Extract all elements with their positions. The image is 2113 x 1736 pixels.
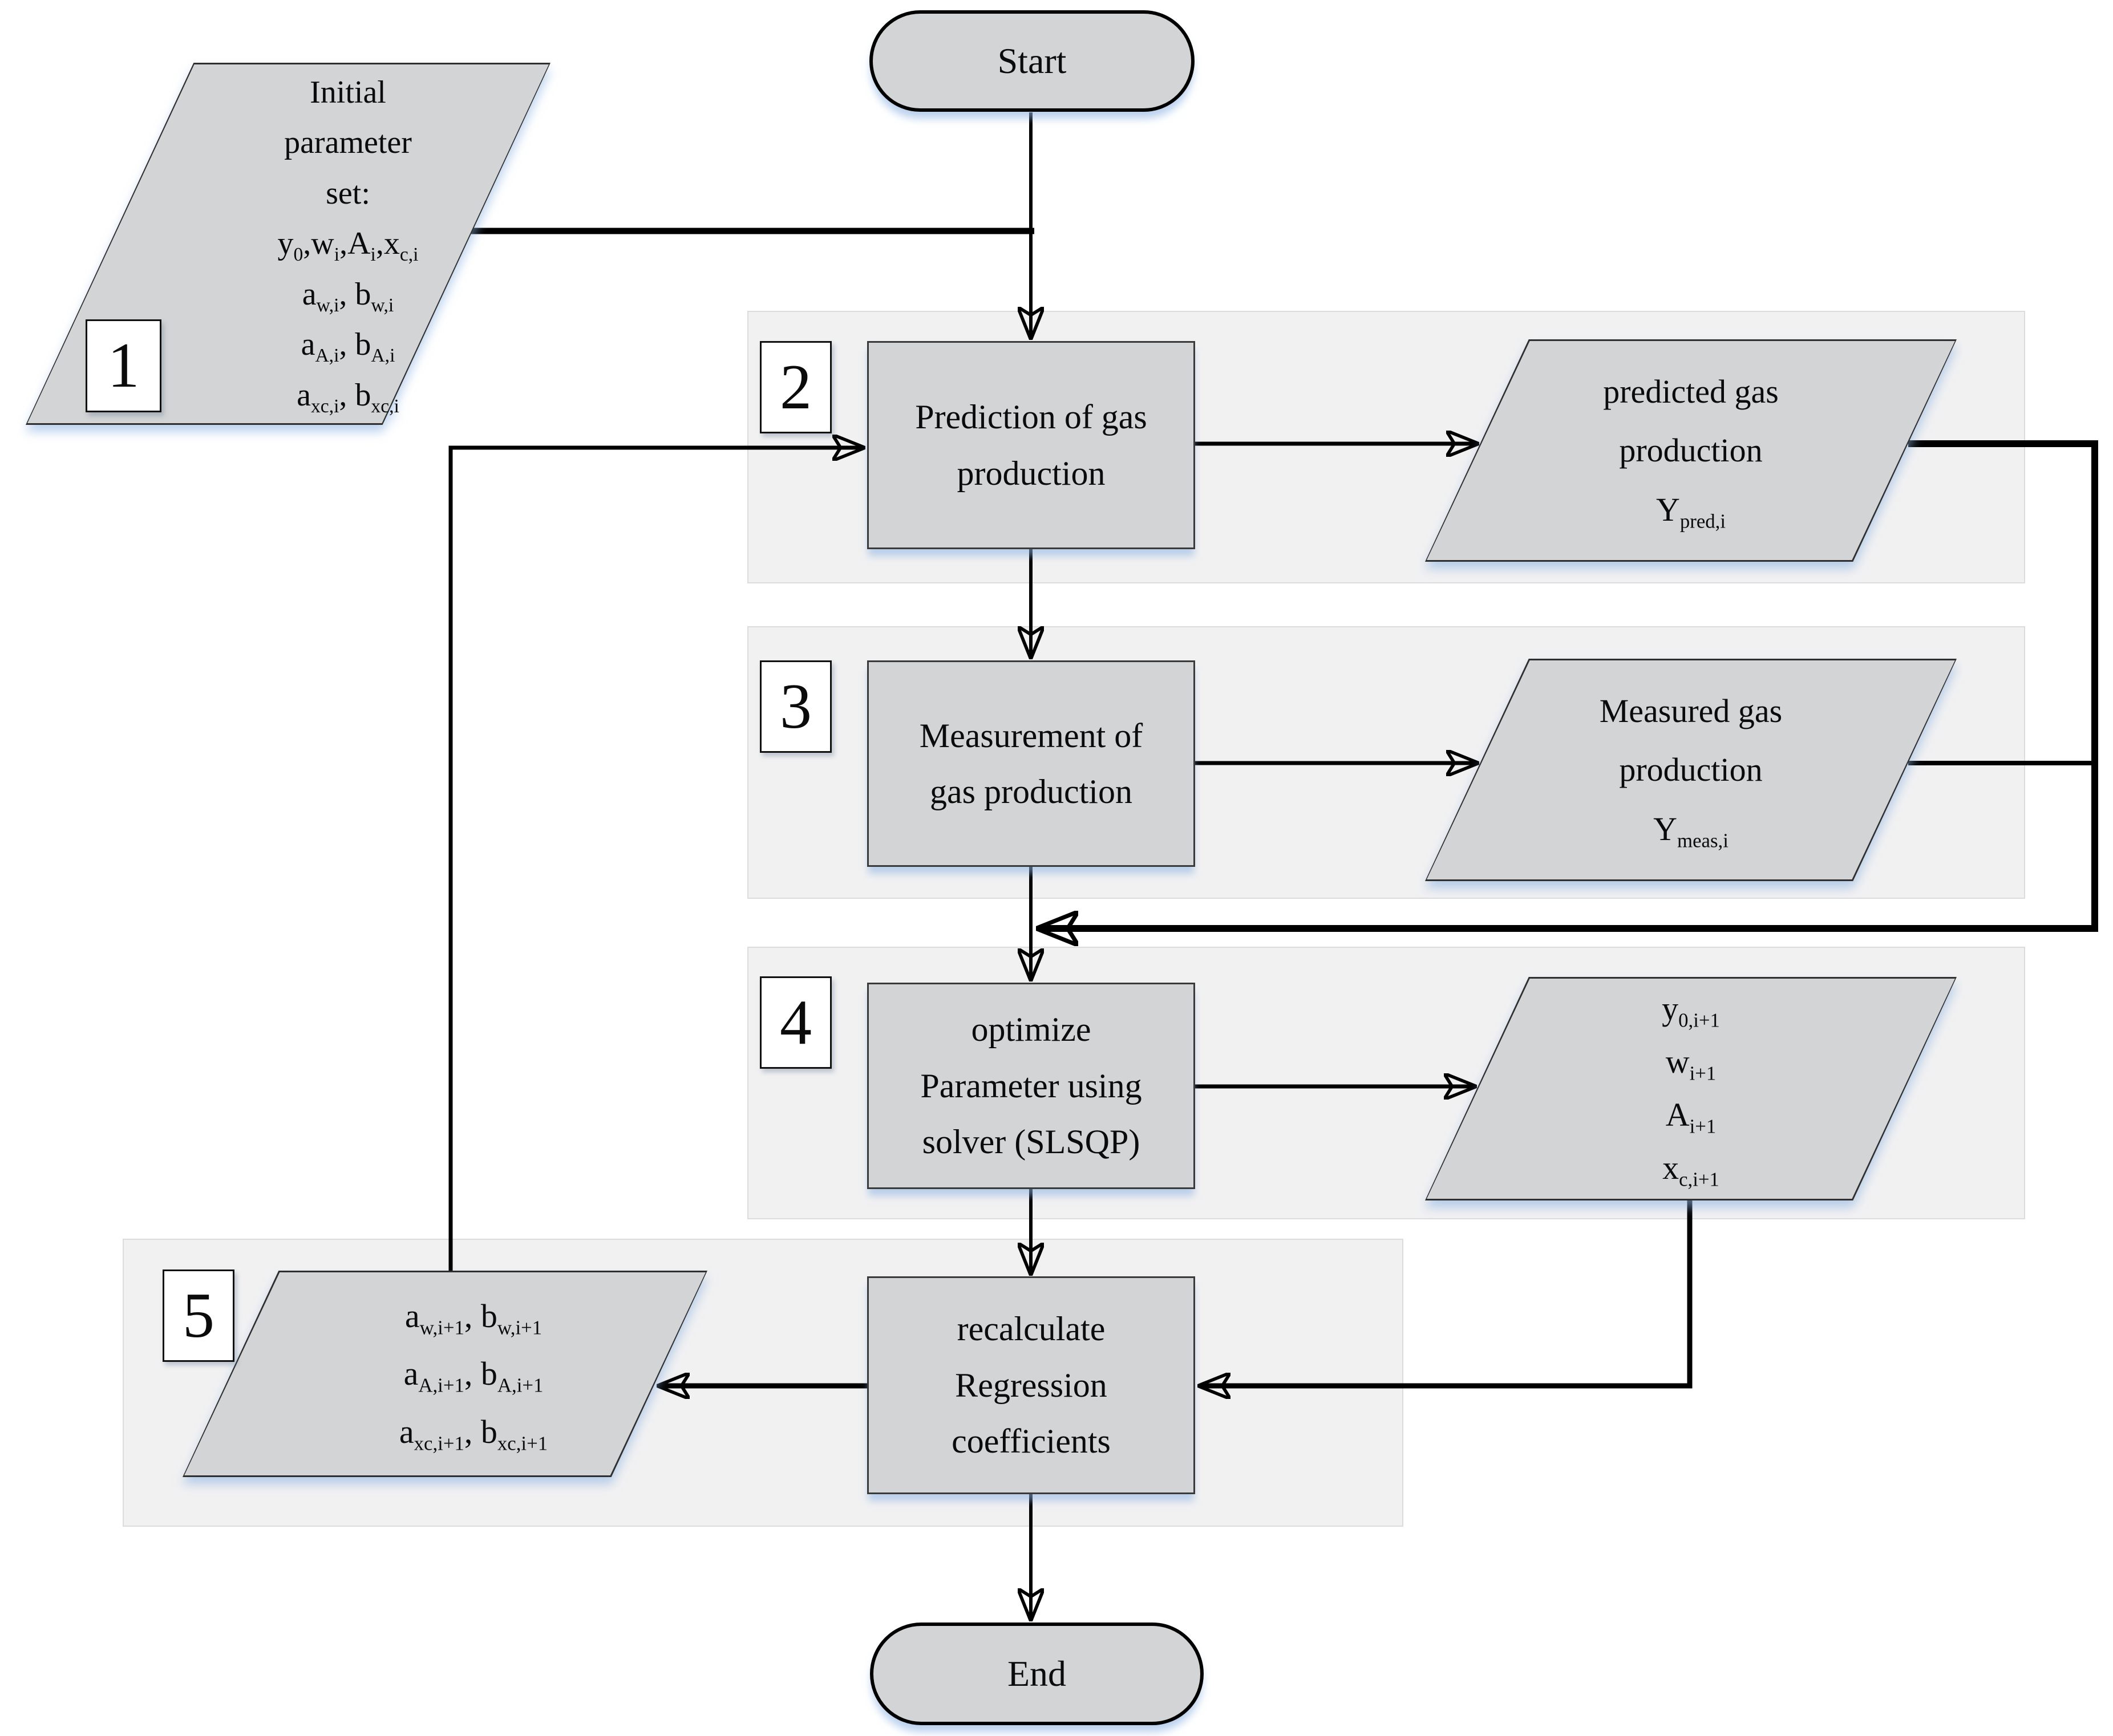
optimized-params-text: y0,i+1 wi+1 Ai+1 xc,i+1 <box>1425 977 1957 1200</box>
edge-optimized-params-to-recalculate <box>1200 1200 1693 1386</box>
step-number-text: 2 <box>780 351 812 423</box>
step-number-3: 3 <box>760 660 832 753</box>
step-number-4: 4 <box>760 976 832 1069</box>
text-line: Parameter using <box>920 1066 1142 1105</box>
text-line: aA,i, bA,i <box>301 327 395 367</box>
text-line: set: <box>326 175 370 211</box>
step-number-text: 3 <box>780 671 812 742</box>
recalculate-process-node: recalculate Regression coefficients <box>867 1276 1195 1494</box>
end-node: End <box>870 1623 1204 1725</box>
step-number-2: 2 <box>760 341 832 433</box>
text-line: Measured gas <box>1599 692 1783 730</box>
step-number-text: 1 <box>107 330 140 401</box>
end-label: End <box>1007 1653 1067 1694</box>
optimized-params-node: y0,i+1 wi+1 Ai+1 xc,i+1 <box>1425 977 1957 1200</box>
regression-coeffs-node: aw,i+1, bw,i+1 aA,i+1, bA,i+1 axc,i+1, b… <box>183 1271 707 1477</box>
text-line: Ypred,i <box>1655 490 1726 533</box>
text-line: gas production <box>930 773 1132 810</box>
step-number-5: 5 <box>163 1269 234 1362</box>
step-number-text: 5 <box>183 1280 214 1351</box>
text-line: Ymeas,i <box>1653 810 1729 852</box>
text-line: production <box>1619 751 1763 789</box>
start-label: Start <box>997 40 1067 81</box>
parallelogram-fill <box>1427 660 1955 879</box>
text-line: aw,i, bw,i <box>302 276 394 316</box>
step-number-1: 1 <box>86 319 161 412</box>
parallelogram-fill <box>1427 341 1955 560</box>
measured-output-node: Measured gas production Ymeas,i <box>1425 659 1957 881</box>
optimize-process-node: optimize Parameter using solver (SLSQP) <box>867 983 1195 1189</box>
text-line: aw,i+1, bw,i+1 <box>404 1297 543 1339</box>
text-line: xc,i+1 <box>1662 1149 1719 1191</box>
text-line: Initial <box>310 74 386 110</box>
text-line: production <box>957 454 1106 492</box>
predicted-output-text: predicted gas production Ypred,i <box>1425 339 1957 562</box>
edge-predicted-output-return-loop <box>1039 440 2098 928</box>
text-line: wi+1 <box>1665 1043 1717 1085</box>
edge-regression-coeffs-to-prediction <box>448 448 863 1271</box>
initial-params-text: Initial parameter set: y0,wi,Ai,xc,i aw,… <box>26 63 550 425</box>
step-number-text: 4 <box>780 987 812 1058</box>
prediction-process-node: Prediction of gas production <box>867 341 1195 549</box>
text-line: Ai+1 <box>1665 1096 1717 1138</box>
text-line: recalculate <box>957 1310 1106 1348</box>
text-line: production <box>1619 432 1763 469</box>
parallelogram-fill <box>1427 979 1955 1199</box>
text-line: Regression <box>955 1366 1107 1404</box>
text-line: solver (SLSQP) <box>922 1123 1140 1161</box>
text-line: optimize <box>971 1011 1091 1049</box>
predicted-output-node: predicted gas production Ypred,i <box>1425 339 1957 562</box>
text-line: axc,i+1, bxc,i+1 <box>399 1413 548 1455</box>
text-line: predicted gas <box>1603 373 1779 411</box>
text-line: Measurement of <box>919 716 1143 755</box>
text-line: y0,wi,Ai,xc,i <box>277 226 419 266</box>
text-line: Prediction of gas <box>915 398 1147 436</box>
text-line: axc,i, bxc,i <box>297 377 399 417</box>
text-line: parameter <box>284 125 412 161</box>
text-line: aA,i+1, bA,i+1 <box>403 1355 544 1397</box>
parallelogram-fill <box>184 1272 706 1475</box>
regression-coeffs-text: aw,i+1, bw,i+1 aA,i+1, bA,i+1 axc,i+1, b… <box>183 1271 707 1477</box>
text-line: y0,i+1 <box>1662 990 1720 1032</box>
measured-output-text: Measured gas production Ymeas,i <box>1425 659 1957 881</box>
text-line: coefficients <box>952 1422 1111 1461</box>
measurement-process-node: Measurement of gas production <box>867 660 1195 867</box>
start-node: Start <box>869 10 1195 112</box>
